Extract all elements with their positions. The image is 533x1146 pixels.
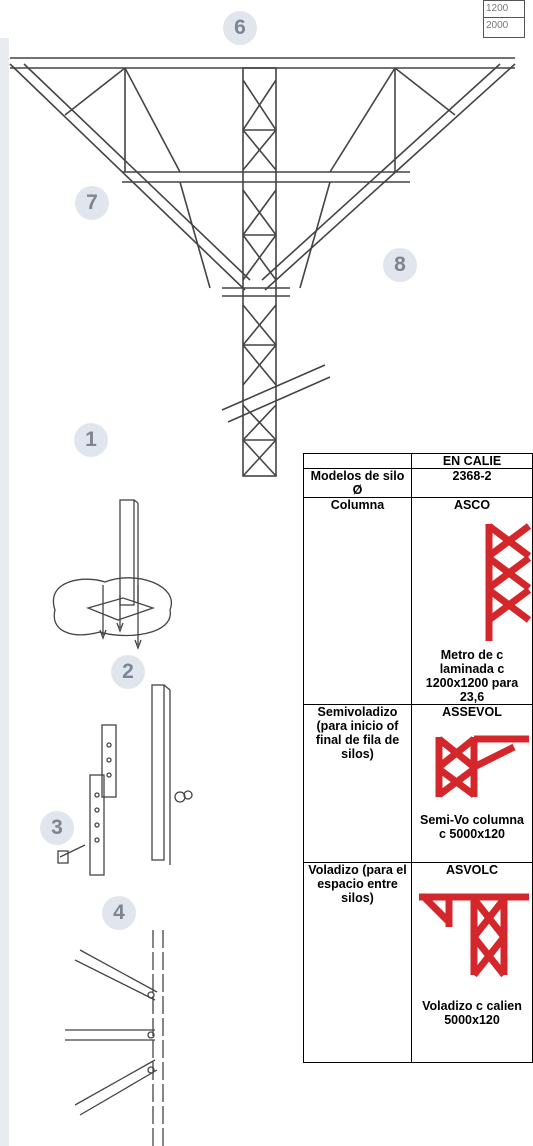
row-caption: Semi-Vo columna c 5000x120	[420, 813, 524, 841]
bolted-plate-drawing	[57, 684, 193, 876]
table-row: Columna ASCO Metro de c laminada c 1200x…	[303, 497, 533, 705]
column-base-drawing	[52, 499, 173, 650]
callout-8: 8	[383, 248, 417, 282]
corner-table-fragment: 1200 2000	[483, 0, 525, 38]
silo-spec-table: EN CALIE Modelos de silo Ø 2368-2 Column…	[303, 453, 533, 1063]
row-value-cell: ASCO Metro de c laminada c 1200x1200 par…	[411, 497, 533, 705]
callout-6: 6	[223, 11, 257, 45]
corner-table-cell: 1200	[484, 1, 524, 18]
row-value-cell: ASSEVOL Semi-Vo columna c 5000x120	[411, 704, 533, 863]
truss-structure-drawing	[9, 57, 516, 477]
row-label: Voladizo (para el espacio entre silos)	[303, 862, 412, 1063]
row-value: ASCO	[453, 498, 491, 512]
table-row: Voladizo (para el espacio entre silos) A…	[303, 862, 533, 1063]
row-label: Columna	[303, 497, 412, 705]
callout-3: 3	[40, 811, 74, 845]
column-red-tower-icon	[485, 523, 532, 641]
row-value-cell: ASVOLC Voladizo c calien 5000x120	[411, 862, 533, 1063]
row-value: ASVOLC	[445, 863, 499, 877]
left-sidebar-strip	[0, 38, 9, 1146]
semi-cantilever-red-icon	[435, 735, 529, 798]
callout-7: 7	[75, 186, 109, 220]
row-caption: Voladizo c calien 5000x120	[422, 999, 522, 1027]
table-row: Semivoladizo (para inicio of final de fi…	[303, 704, 533, 863]
row-value: ASSEVOL	[442, 705, 502, 719]
cantilever-red-icon	[419, 893, 529, 978]
callout-1: 1	[74, 423, 108, 457]
corner-table-cell: 2000	[486, 20, 509, 31]
row-caption: Metro de c laminada c 1200x1200 para 23,…	[425, 648, 519, 704]
callout-4: 4	[102, 896, 136, 930]
row-label: Semivoladizo (para inicio of final de fi…	[303, 704, 412, 863]
column-bracing-drawing	[65, 930, 164, 1146]
callout-2: 2	[111, 655, 145, 689]
